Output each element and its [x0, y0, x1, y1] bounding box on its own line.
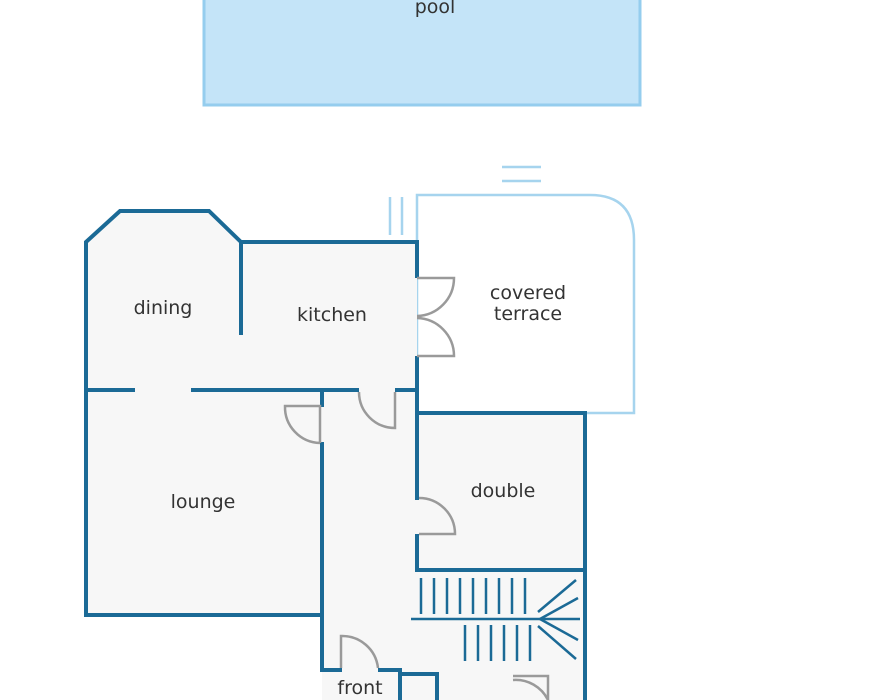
hall-cupboard-door: [513, 674, 550, 700]
hall-cupboard-door-arc: [512, 678, 550, 700]
room-label-double: double: [471, 480, 536, 502]
terrace-step-marks: [388, 165, 541, 235]
room-label-kitchen: kitchen: [297, 304, 367, 326]
walls: [84, 209, 587, 700]
lounge-door: [283, 404, 322, 445]
double-bedroom-door: [418, 496, 457, 536]
room-label-dining: dining: [134, 297, 193, 319]
staircase: [411, 578, 580, 661]
kitchen-hall-door: [357, 391, 397, 430]
covered-terrace-outline: [415, 193, 636, 415]
room-label-pool: pool: [415, 0, 456, 18]
room-label-lounge: lounge: [171, 491, 236, 513]
front-door: [339, 634, 380, 669]
terrace-door-lower: [416, 316, 456, 358]
pool: [202, 0, 642, 107]
room-label-covered-terrace-line1: covered: [490, 282, 566, 304]
room-label-covered-terrace-line2: terrace: [494, 303, 562, 325]
floor-area: [86, 211, 585, 700]
terrace-door-upper: [416, 276, 456, 318]
room-label-front: front: [337, 677, 382, 699]
door-swings: [283, 276, 550, 700]
